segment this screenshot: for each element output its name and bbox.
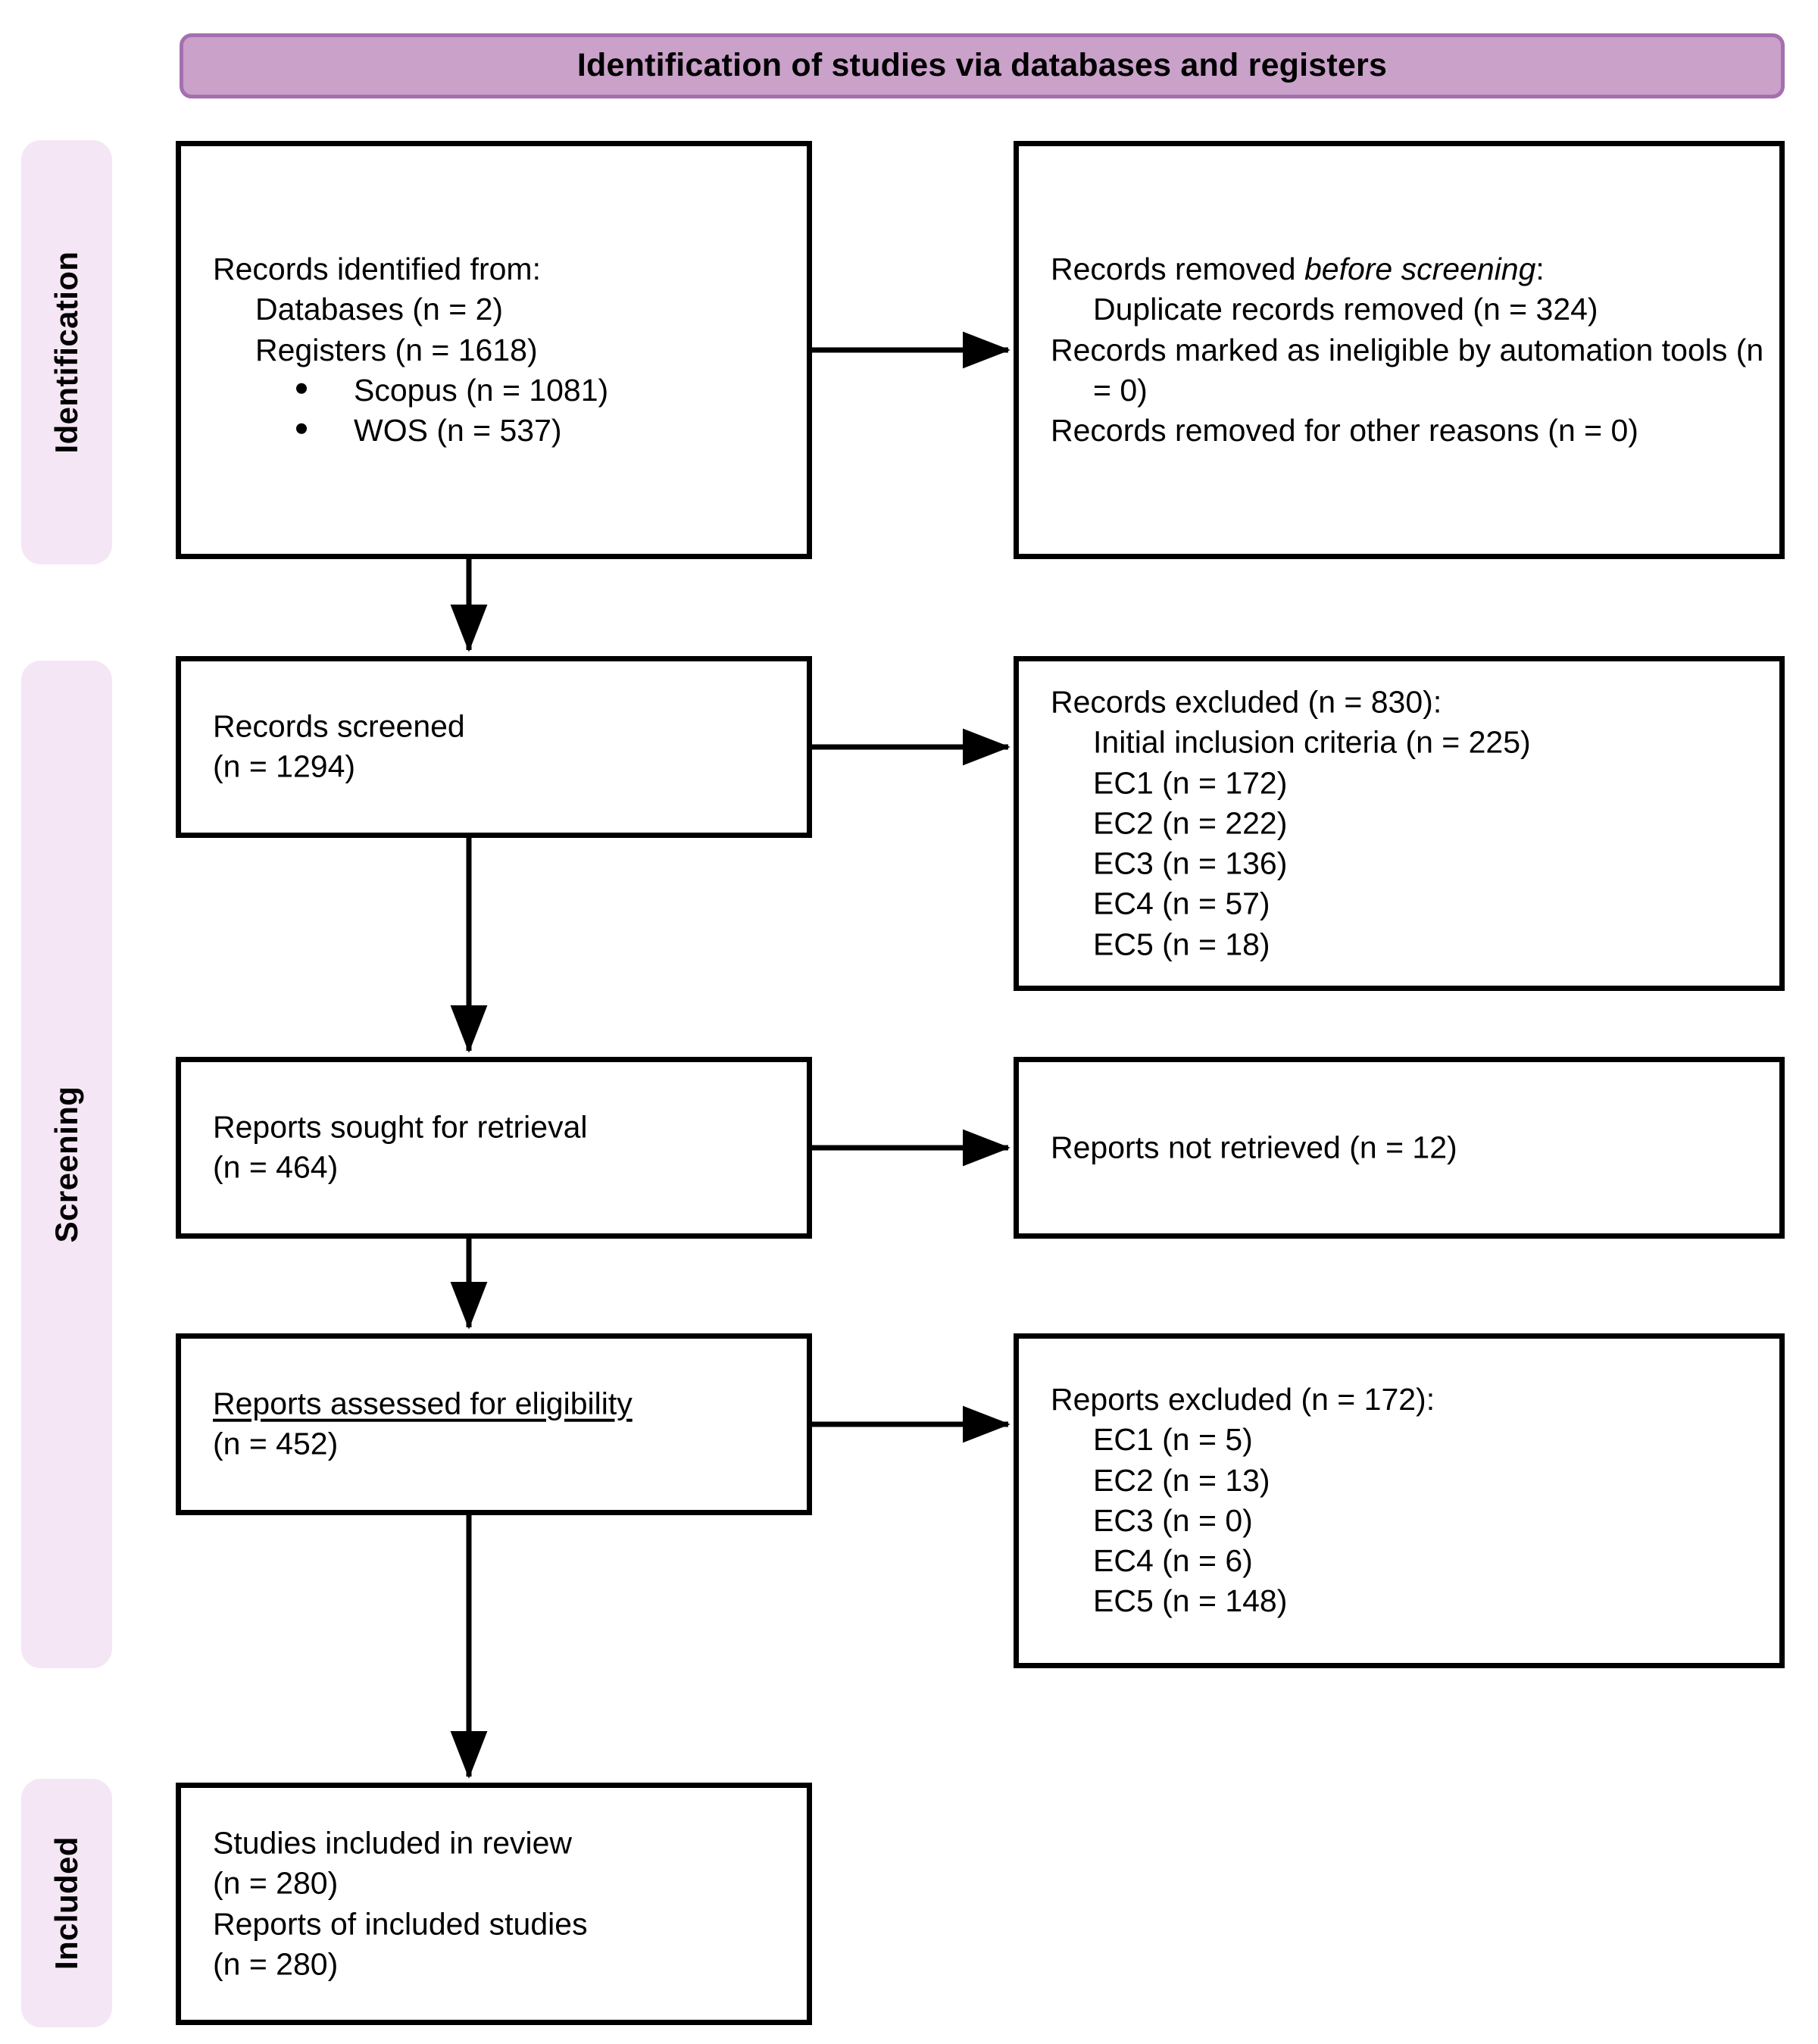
line-records-removed-title: Records removed before screening: — [1051, 249, 1764, 289]
stage-rail-screening: Screening — [21, 661, 112, 1668]
box-records-removed-text: Records removed before screening: Duplic… — [1051, 249, 1764, 451]
box-records-screened: Records screened (n = 1294) — [176, 656, 812, 838]
line-databases: Databases (n = 2) — [255, 292, 504, 327]
line-records-removed-other-reasons: Records removed for other reasons (n = 0… — [1051, 412, 1638, 448]
line-records-identified-from: Records identified from: — [213, 251, 541, 286]
stage-rail-identification: Identification — [21, 140, 112, 564]
line-reports-not-retrieved: Reports not retrieved (n = 12) — [1051, 1130, 1457, 1165]
box-studies-included-in-review: Studies included in review (n = 280) Rep… — [176, 1783, 812, 2025]
box-records-removed-before-screening: Records removed before screening: Duplic… — [1014, 141, 1785, 559]
stage-label-identification: Identification — [48, 251, 84, 454]
stage-label-included: Included — [48, 1836, 84, 1970]
line-reports-assessed-label: Reports assessed for eligibility — [213, 1386, 633, 1421]
line-reports-excluded-ec2: EC2 (n = 13) — [1093, 1462, 1270, 1498]
box-records-excluded: Records excluded (n = 830): Initial incl… — [1014, 656, 1785, 991]
title-prefix: Records removed — [1051, 251, 1304, 286]
box-reports-excluded-text: Reports excluded (n = 172): EC1 (n = 5) … — [1051, 1380, 1764, 1622]
line-reports-excluded-total: Reports excluded (n = 172): — [1051, 1382, 1435, 1417]
box-records-identified: Records identified from: Databases (n = … — [176, 141, 812, 559]
page-title: Identification of studies via databases … — [576, 47, 1388, 84]
box-records-screened-text: Records screened (n = 1294) — [213, 707, 792, 788]
bullet-icon — [296, 423, 307, 434]
box-records-identified-text: Records identified from: Databases (n = … — [213, 249, 792, 451]
list-item-scopus: Scopus (n = 1081) — [213, 370, 792, 411]
line-studies-included: Studies included in review — [213, 1825, 573, 1861]
box-reports-not-retrieved-text: Reports not retrieved (n = 12) — [1051, 1127, 1764, 1167]
box-records-excluded-text: Records excluded (n = 830): Initial incl… — [1051, 682, 1764, 964]
line-reports-sought: Reports sought for retrieval — [213, 1109, 588, 1145]
line-records-excluded-total: Records excluded (n = 830): — [1051, 684, 1442, 720]
line-records-excluded-ec4: EC4 (n = 57) — [1093, 886, 1270, 921]
line-records-excluded-ec2: EC2 (n = 222) — [1093, 805, 1288, 841]
line-registers: Registers (n = 1618) — [255, 332, 538, 367]
line-reports-excluded-ec3: EC3 (n = 0) — [1093, 1503, 1253, 1538]
line-reports-of-included-studies-count: (n = 280) — [213, 1946, 339, 1982]
title-suffix: : — [1535, 251, 1545, 286]
stage-label-screening: Screening — [48, 1086, 84, 1243]
phase-header-bar: Identification of studies via databases … — [180, 33, 1785, 98]
line-reports-excluded-ec5: EC5 (n = 148) — [1093, 1583, 1288, 1619]
box-reports-assessed-for-eligibility: Reports assessed for eligibility (n = 45… — [176, 1333, 812, 1515]
line-records-ineligible-automation: Records marked as ineligible by automati… — [1051, 332, 1764, 408]
line-reports-assessed: Reports assessed for eligibility — [213, 1384, 792, 1424]
box-reports-assessed-text: Reports assessed for eligibility (n = 45… — [213, 1384, 792, 1465]
line-scopus: Scopus (n = 1081) — [354, 372, 609, 408]
box-reports-sought-for-retrieval: Reports sought for retrieval (n = 464) — [176, 1057, 812, 1239]
box-reports-sought-text: Reports sought for retrieval (n = 464) — [213, 1108, 792, 1189]
stage-rail-included: Included — [21, 1779, 112, 2027]
line-duplicate-records-removed: Duplicate records removed (n = 324) — [1093, 292, 1598, 327]
line-records-excluded-ec3: EC3 (n = 136) — [1093, 845, 1288, 881]
box-reports-excluded: Reports excluded (n = 172): EC1 (n = 5) … — [1014, 1333, 1785, 1668]
list-item-wos: WOS (n = 537) — [213, 411, 792, 451]
box-reports-not-retrieved: Reports not retrieved (n = 12) — [1014, 1057, 1785, 1239]
line-records-screened: Records screened — [213, 708, 465, 744]
line-records-screened-count: (n = 1294) — [213, 749, 356, 784]
box-studies-included-text: Studies included in review (n = 280) Rep… — [213, 1823, 792, 1984]
line-reports-assessed-count: (n = 452) — [213, 1427, 339, 1461]
line-reports-excluded-ec1: EC1 (n = 5) — [1093, 1422, 1253, 1458]
line-studies-included-count: (n = 280) — [213, 1865, 339, 1901]
line-reports-sought-count: (n = 464) — [213, 1150, 339, 1185]
line-reports-excluded-ec4: EC4 (n = 6) — [1093, 1543, 1253, 1579]
line-reports-of-included-studies: Reports of included studies — [213, 1906, 588, 1941]
line-initial-inclusion-criteria: Initial inclusion criteria (n = 225) — [1093, 724, 1531, 760]
title-italic-before-screening: before screening — [1304, 251, 1536, 286]
line-wos: WOS (n = 537) — [354, 412, 562, 448]
line-records-excluded-ec1: EC1 (n = 172) — [1093, 765, 1288, 801]
line-records-excluded-ec5: EC5 (n = 18) — [1093, 927, 1270, 962]
bullet-icon — [296, 383, 307, 394]
